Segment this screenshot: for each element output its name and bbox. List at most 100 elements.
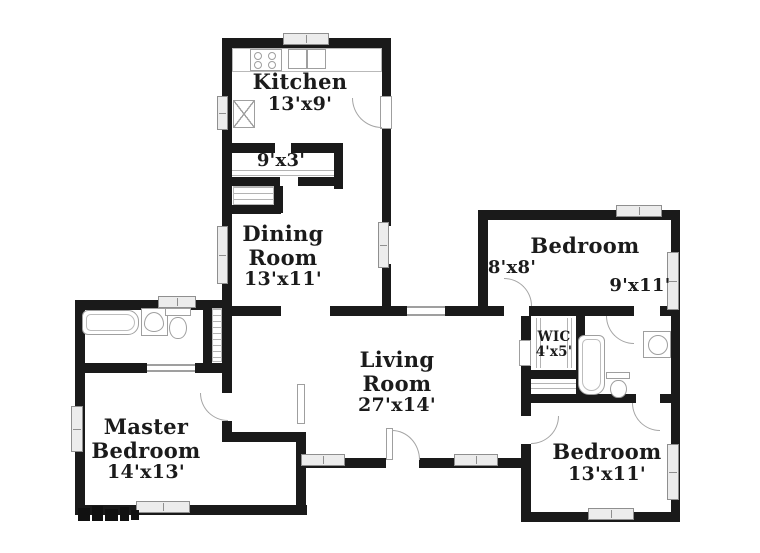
watermark-artifact xyxy=(92,506,103,521)
room-dims: 9'x11' xyxy=(609,275,671,296)
wall-segment xyxy=(529,306,591,316)
window xyxy=(378,222,389,268)
room-name: Dining xyxy=(242,221,324,246)
wic-shelf-line xyxy=(571,318,572,368)
closet-shelf-line xyxy=(531,388,576,389)
window xyxy=(667,444,679,500)
wall-segment xyxy=(521,316,531,342)
door-swing-arc xyxy=(200,393,228,421)
counter-edge-line xyxy=(232,170,334,171)
room-dims: 13'x11' xyxy=(244,268,322,291)
window xyxy=(588,508,634,520)
wall-segment xyxy=(298,177,343,186)
door-leaf xyxy=(519,340,531,366)
room-label-nook: 9'x3' xyxy=(236,150,326,171)
wall-segment xyxy=(291,143,343,153)
toilet-icon xyxy=(610,380,627,398)
door-swing-arc xyxy=(606,316,634,344)
wall-segment xyxy=(296,432,306,468)
cased-opening xyxy=(407,306,445,316)
door-leaf xyxy=(297,384,305,424)
wall-segment xyxy=(382,264,391,315)
wall-segment xyxy=(222,306,281,316)
room-name: Room xyxy=(362,370,432,396)
window xyxy=(217,226,228,284)
pedestal-sink-icon xyxy=(141,308,168,336)
wall-segment xyxy=(521,364,531,416)
wall-segment xyxy=(222,177,280,186)
wall-segment xyxy=(334,143,343,189)
room-label-bedroom-se: Bedroom 13'x11' xyxy=(547,440,667,485)
wall-segment xyxy=(660,306,672,316)
window xyxy=(454,454,498,466)
front-door-swing-arc xyxy=(392,430,420,460)
wall-segment xyxy=(382,128,391,226)
wall-segment xyxy=(222,432,306,442)
double-sink-icon xyxy=(288,49,307,69)
wall-segment xyxy=(75,300,222,310)
room-label-dining: Dining Room 13'x11' xyxy=(225,222,341,290)
room-label-bedroom-ne: Bedroom xyxy=(525,234,645,258)
window xyxy=(217,96,228,130)
watermark-artifact xyxy=(78,508,90,521)
wall-segment xyxy=(274,186,283,213)
wall-segment xyxy=(382,38,391,98)
room-label-living: Living Room 27'x14' xyxy=(337,348,457,416)
pantry-cabinet-icon xyxy=(233,100,255,128)
wall-segment xyxy=(330,306,407,316)
wall-segment xyxy=(195,363,222,373)
window xyxy=(667,252,679,310)
window xyxy=(71,406,83,452)
wall-segment xyxy=(445,306,504,316)
wall-segment xyxy=(75,505,307,515)
hall-closet-shelves xyxy=(233,186,274,205)
wall-segment xyxy=(296,458,306,515)
bathroom-door-opening xyxy=(147,364,195,372)
room-dims: 9'x3' xyxy=(256,150,306,171)
door-swing-arc xyxy=(632,403,660,431)
room-name: Master xyxy=(103,414,189,439)
room-name: Bedroom xyxy=(530,233,640,258)
wall-segment xyxy=(222,38,232,315)
wic-shelf-line xyxy=(540,318,541,368)
toilet-tank-icon xyxy=(606,372,630,379)
room-dims: 27'x14' xyxy=(358,394,436,417)
watermark-artifact xyxy=(105,509,118,521)
room-name: Living xyxy=(359,347,435,372)
linen-closet-shelves xyxy=(212,308,222,362)
room-dims: 13'x9' xyxy=(267,92,333,115)
wall-segment xyxy=(671,210,680,522)
room-label-kitchen: Kitchen 13'x9' xyxy=(240,70,360,115)
wall-segment xyxy=(203,300,212,366)
wic-shelf-line xyxy=(536,318,537,368)
wic-shelf-line xyxy=(567,318,568,368)
toilet-icon xyxy=(169,317,187,339)
wall-segment xyxy=(478,210,680,220)
watermark-artifact xyxy=(120,507,129,521)
room-name: Room xyxy=(248,244,318,270)
room-name: Bedroom xyxy=(91,437,201,463)
toilet-tank-icon xyxy=(165,308,191,316)
bathtub-icon xyxy=(82,310,139,335)
room-dims: 14'x13' xyxy=(107,461,185,484)
wall-segment xyxy=(222,315,232,393)
wall-segment xyxy=(521,444,531,514)
wall-segment xyxy=(588,306,634,316)
vanity-sink-icon xyxy=(643,331,671,358)
room-name: Bedroom xyxy=(552,439,662,464)
window xyxy=(136,501,190,513)
room-dims: 8'x8' xyxy=(487,257,537,278)
closet-shelf-line xyxy=(531,383,576,384)
window xyxy=(158,296,196,308)
counter-edge-line xyxy=(232,175,334,176)
room-dims: 13'x11' xyxy=(568,462,646,485)
room-name: Kitchen xyxy=(252,69,348,94)
watermark-artifact xyxy=(131,510,139,520)
dims-label-bedroom-ne-alcove: 8'x8' xyxy=(480,257,544,278)
bathtub-icon xyxy=(578,335,605,395)
window xyxy=(616,205,662,217)
stove-icon xyxy=(250,49,282,71)
wall-segment xyxy=(478,210,488,310)
window xyxy=(283,33,329,45)
